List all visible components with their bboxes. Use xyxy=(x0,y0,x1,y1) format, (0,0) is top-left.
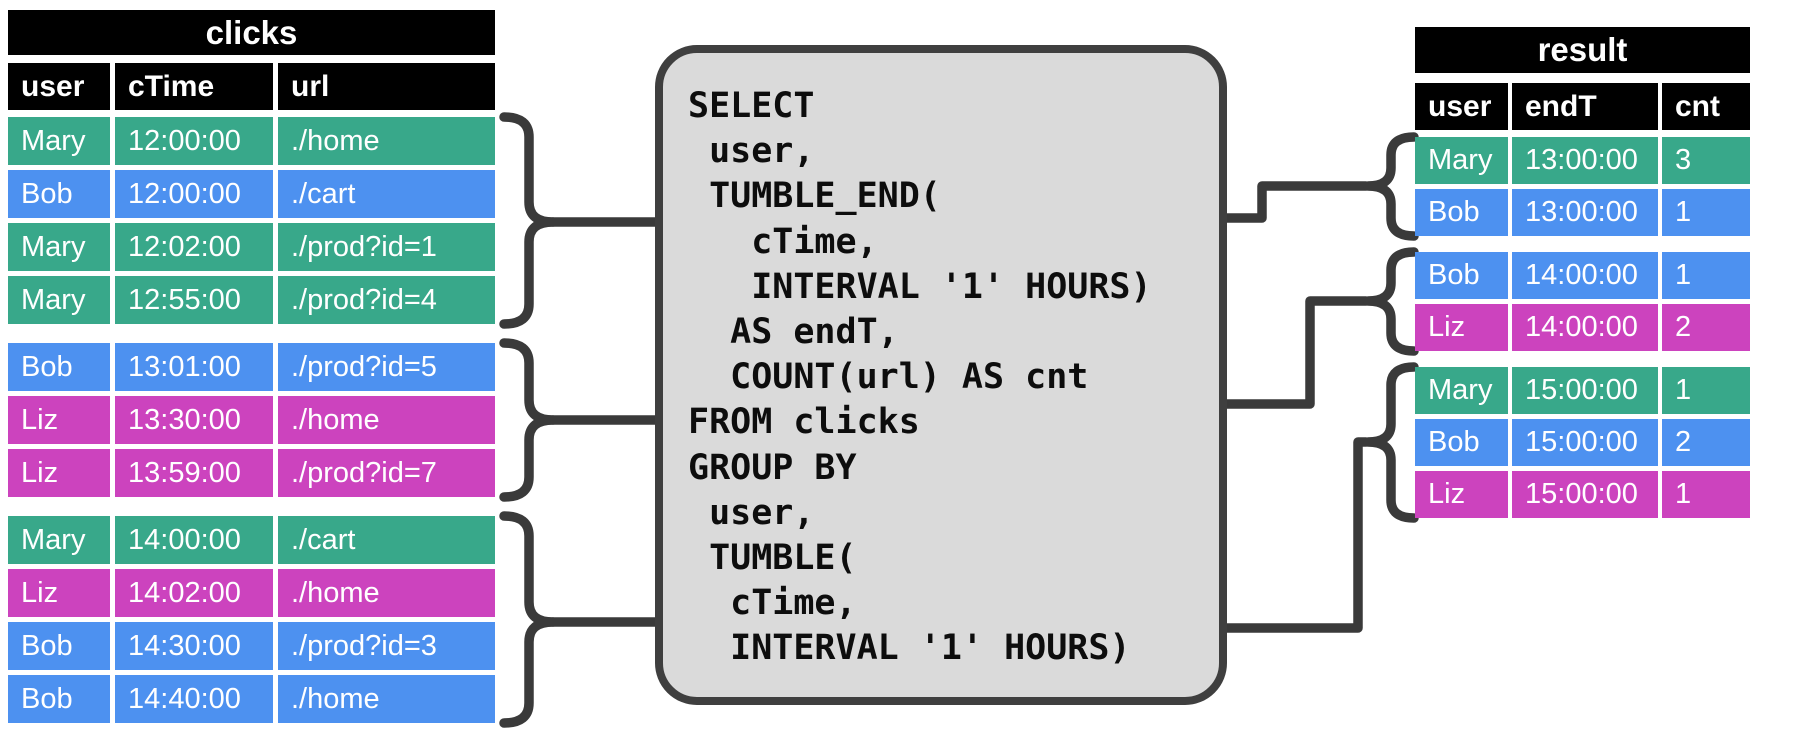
clicks-cell-ctime: 14:40:00 xyxy=(115,675,273,723)
result-cell-endt: 13:00:00 xyxy=(1512,137,1658,184)
clicks-cell-ctime: 13:30:00 xyxy=(115,396,273,444)
clicks-cell-url: ./home xyxy=(278,675,495,723)
right-connector-2 xyxy=(1216,296,1371,409)
clicks-header-url: url xyxy=(278,63,495,110)
clicks-cell-url: ./prod?id=1 xyxy=(278,223,495,271)
sql-code-line: INTERVAL '1' HOURS) xyxy=(688,266,1152,307)
result-cell-endt: 15:00:00 xyxy=(1512,367,1658,414)
result-header-cnt: cnt xyxy=(1662,83,1750,130)
result-cell-cnt: 1 xyxy=(1662,471,1750,518)
left-brace-window-2 xyxy=(499,338,558,502)
result-cell-user: Bob xyxy=(1415,419,1508,466)
result-cell-cnt: 2 xyxy=(1662,304,1750,351)
result-cell-endt: 15:00:00 xyxy=(1512,419,1658,466)
clicks-cell-url: ./prod?id=7 xyxy=(278,449,495,497)
clicks-cell-ctime: 14:00:00 xyxy=(115,516,273,564)
left-brace-window-3 xyxy=(499,511,558,728)
sql-code-line: COUNT(url) AS cnt xyxy=(688,357,1089,398)
sql-code-line: GROUP BY xyxy=(688,447,857,488)
right-connector-1 xyxy=(1216,181,1371,223)
clicks-cell-user: Mary xyxy=(8,516,110,564)
clicks-cell-url: ./prod?id=4 xyxy=(278,276,495,324)
clicks-table-title: clicks xyxy=(8,10,495,55)
clicks-cell-user: Mary xyxy=(8,223,110,271)
sql-code-line: SELECT xyxy=(688,86,815,126)
sql-code-line: FROM clicks xyxy=(688,402,920,443)
clicks-cell-ctime: 12:00:00 xyxy=(115,170,273,218)
clicks-cell-url: ./prod?id=5 xyxy=(278,343,495,391)
clicks-cell-url: ./home xyxy=(278,117,495,165)
clicks-cell-ctime: 12:02:00 xyxy=(115,223,273,271)
clicks-cell-user: Liz xyxy=(8,449,110,497)
result-cell-user: Bob xyxy=(1415,189,1508,236)
result-cell-cnt: 3 xyxy=(1662,137,1750,184)
sql-query-code: SELECT user, TUMBLE_END( cTime, INTERVAL… xyxy=(688,84,1152,672)
result-cell-user: Liz xyxy=(1415,304,1508,351)
result-cell-cnt: 1 xyxy=(1662,189,1750,236)
sql-code-line: user, xyxy=(688,131,815,172)
right-brace-window-3 xyxy=(1363,362,1419,523)
clicks-cell-user: Liz xyxy=(8,569,110,617)
right-brace-window-2 xyxy=(1363,247,1419,356)
right-connector-3 xyxy=(1216,437,1371,633)
clicks-cell-url: ./prod?id=3 xyxy=(278,622,495,670)
sql-code-line: TUMBLE_END( xyxy=(688,176,941,217)
result-cell-user: Mary xyxy=(1415,137,1508,184)
sql-code-line: user, xyxy=(688,492,815,533)
clicks-cell-ctime: 14:02:00 xyxy=(115,569,273,617)
clicks-cell-url: ./cart xyxy=(278,170,495,218)
clicks-cell-url: ./cart xyxy=(278,516,495,564)
clicks-cell-user: Bob xyxy=(8,343,110,391)
result-cell-endt: 14:00:00 xyxy=(1512,304,1658,351)
sql-code-line: INTERVAL '1' HOURS) xyxy=(688,628,1131,669)
clicks-header-user: user xyxy=(8,63,110,110)
clicks-cell-ctime: 13:01:00 xyxy=(115,343,273,391)
clicks-cell-user: Bob xyxy=(8,675,110,723)
result-cell-cnt: 2 xyxy=(1662,419,1750,466)
clicks-cell-user: Mary xyxy=(8,276,110,324)
sql-code-line: TUMBLE( xyxy=(688,538,857,579)
result-table-title: result xyxy=(1415,27,1750,73)
result-cell-endt: 15:00:00 xyxy=(1512,471,1658,518)
result-cell-cnt: 1 xyxy=(1662,367,1750,414)
clicks-cell-ctime: 12:55:00 xyxy=(115,276,273,324)
clicks-cell-user: Bob xyxy=(8,170,110,218)
result-cell-user: Liz xyxy=(1415,471,1508,518)
sql-query-box xyxy=(655,45,1227,705)
clicks-cell-url: ./home xyxy=(278,569,495,617)
clicks-cell-user: Liz xyxy=(8,396,110,444)
clicks-cell-user: Mary xyxy=(8,117,110,165)
result-cell-cnt: 1 xyxy=(1662,252,1750,299)
clicks-cell-ctime: 14:30:00 xyxy=(115,622,273,670)
result-header-endt: endT xyxy=(1512,83,1658,130)
result-cell-endt: 13:00:00 xyxy=(1512,189,1658,236)
result-cell-user: Mary xyxy=(1415,367,1508,414)
clicks-cell-user: Bob xyxy=(8,622,110,670)
clicks-header-ctime: cTime xyxy=(115,63,273,110)
clicks-cell-url: ./home xyxy=(278,396,495,444)
left-brace-window-1 xyxy=(499,112,558,329)
sql-code-line: cTime, xyxy=(688,221,878,262)
sql-code-line: AS endT, xyxy=(688,312,899,353)
result-cell-endt: 14:00:00 xyxy=(1512,252,1658,299)
result-cell-user: Bob xyxy=(1415,252,1508,299)
clicks-cell-ctime: 12:00:00 xyxy=(115,117,273,165)
sql-code-line: cTime, xyxy=(688,583,857,624)
result-header-user: user xyxy=(1415,83,1508,130)
right-brace-window-1 xyxy=(1363,132,1419,241)
clicks-cell-ctime: 13:59:00 xyxy=(115,449,273,497)
